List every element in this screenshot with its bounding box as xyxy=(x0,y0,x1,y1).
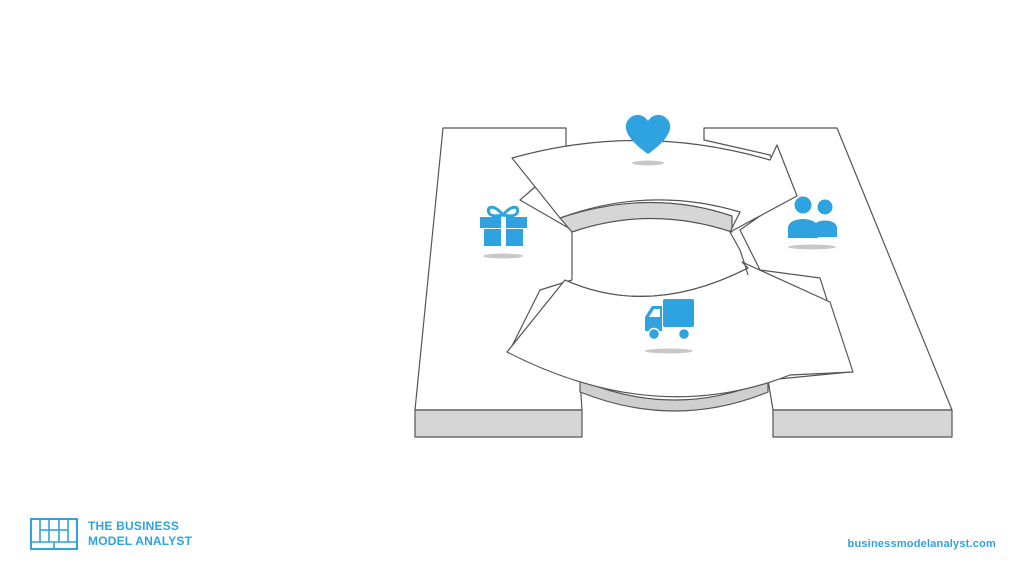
website-link[interactable]: businessmodelanalyst.com xyxy=(847,538,996,550)
canvas-grid-icon xyxy=(30,518,78,550)
top-arrow xyxy=(511,139,798,233)
truck-icon xyxy=(645,299,694,354)
brand-name: THE BUSINESS MODEL ANALYST xyxy=(88,519,192,549)
right-pillar xyxy=(703,127,953,438)
center-notch xyxy=(729,231,749,276)
users-icon xyxy=(788,196,837,250)
gift-icon xyxy=(480,205,527,259)
heart-icon xyxy=(625,114,671,166)
brand-logo[interactable]: THE BUSINESS MODEL ANALYST xyxy=(30,518,192,550)
brand-name-line1: THE BUSINESS xyxy=(88,519,180,533)
brand-name-line2: MODEL ANALYST xyxy=(88,534,193,548)
